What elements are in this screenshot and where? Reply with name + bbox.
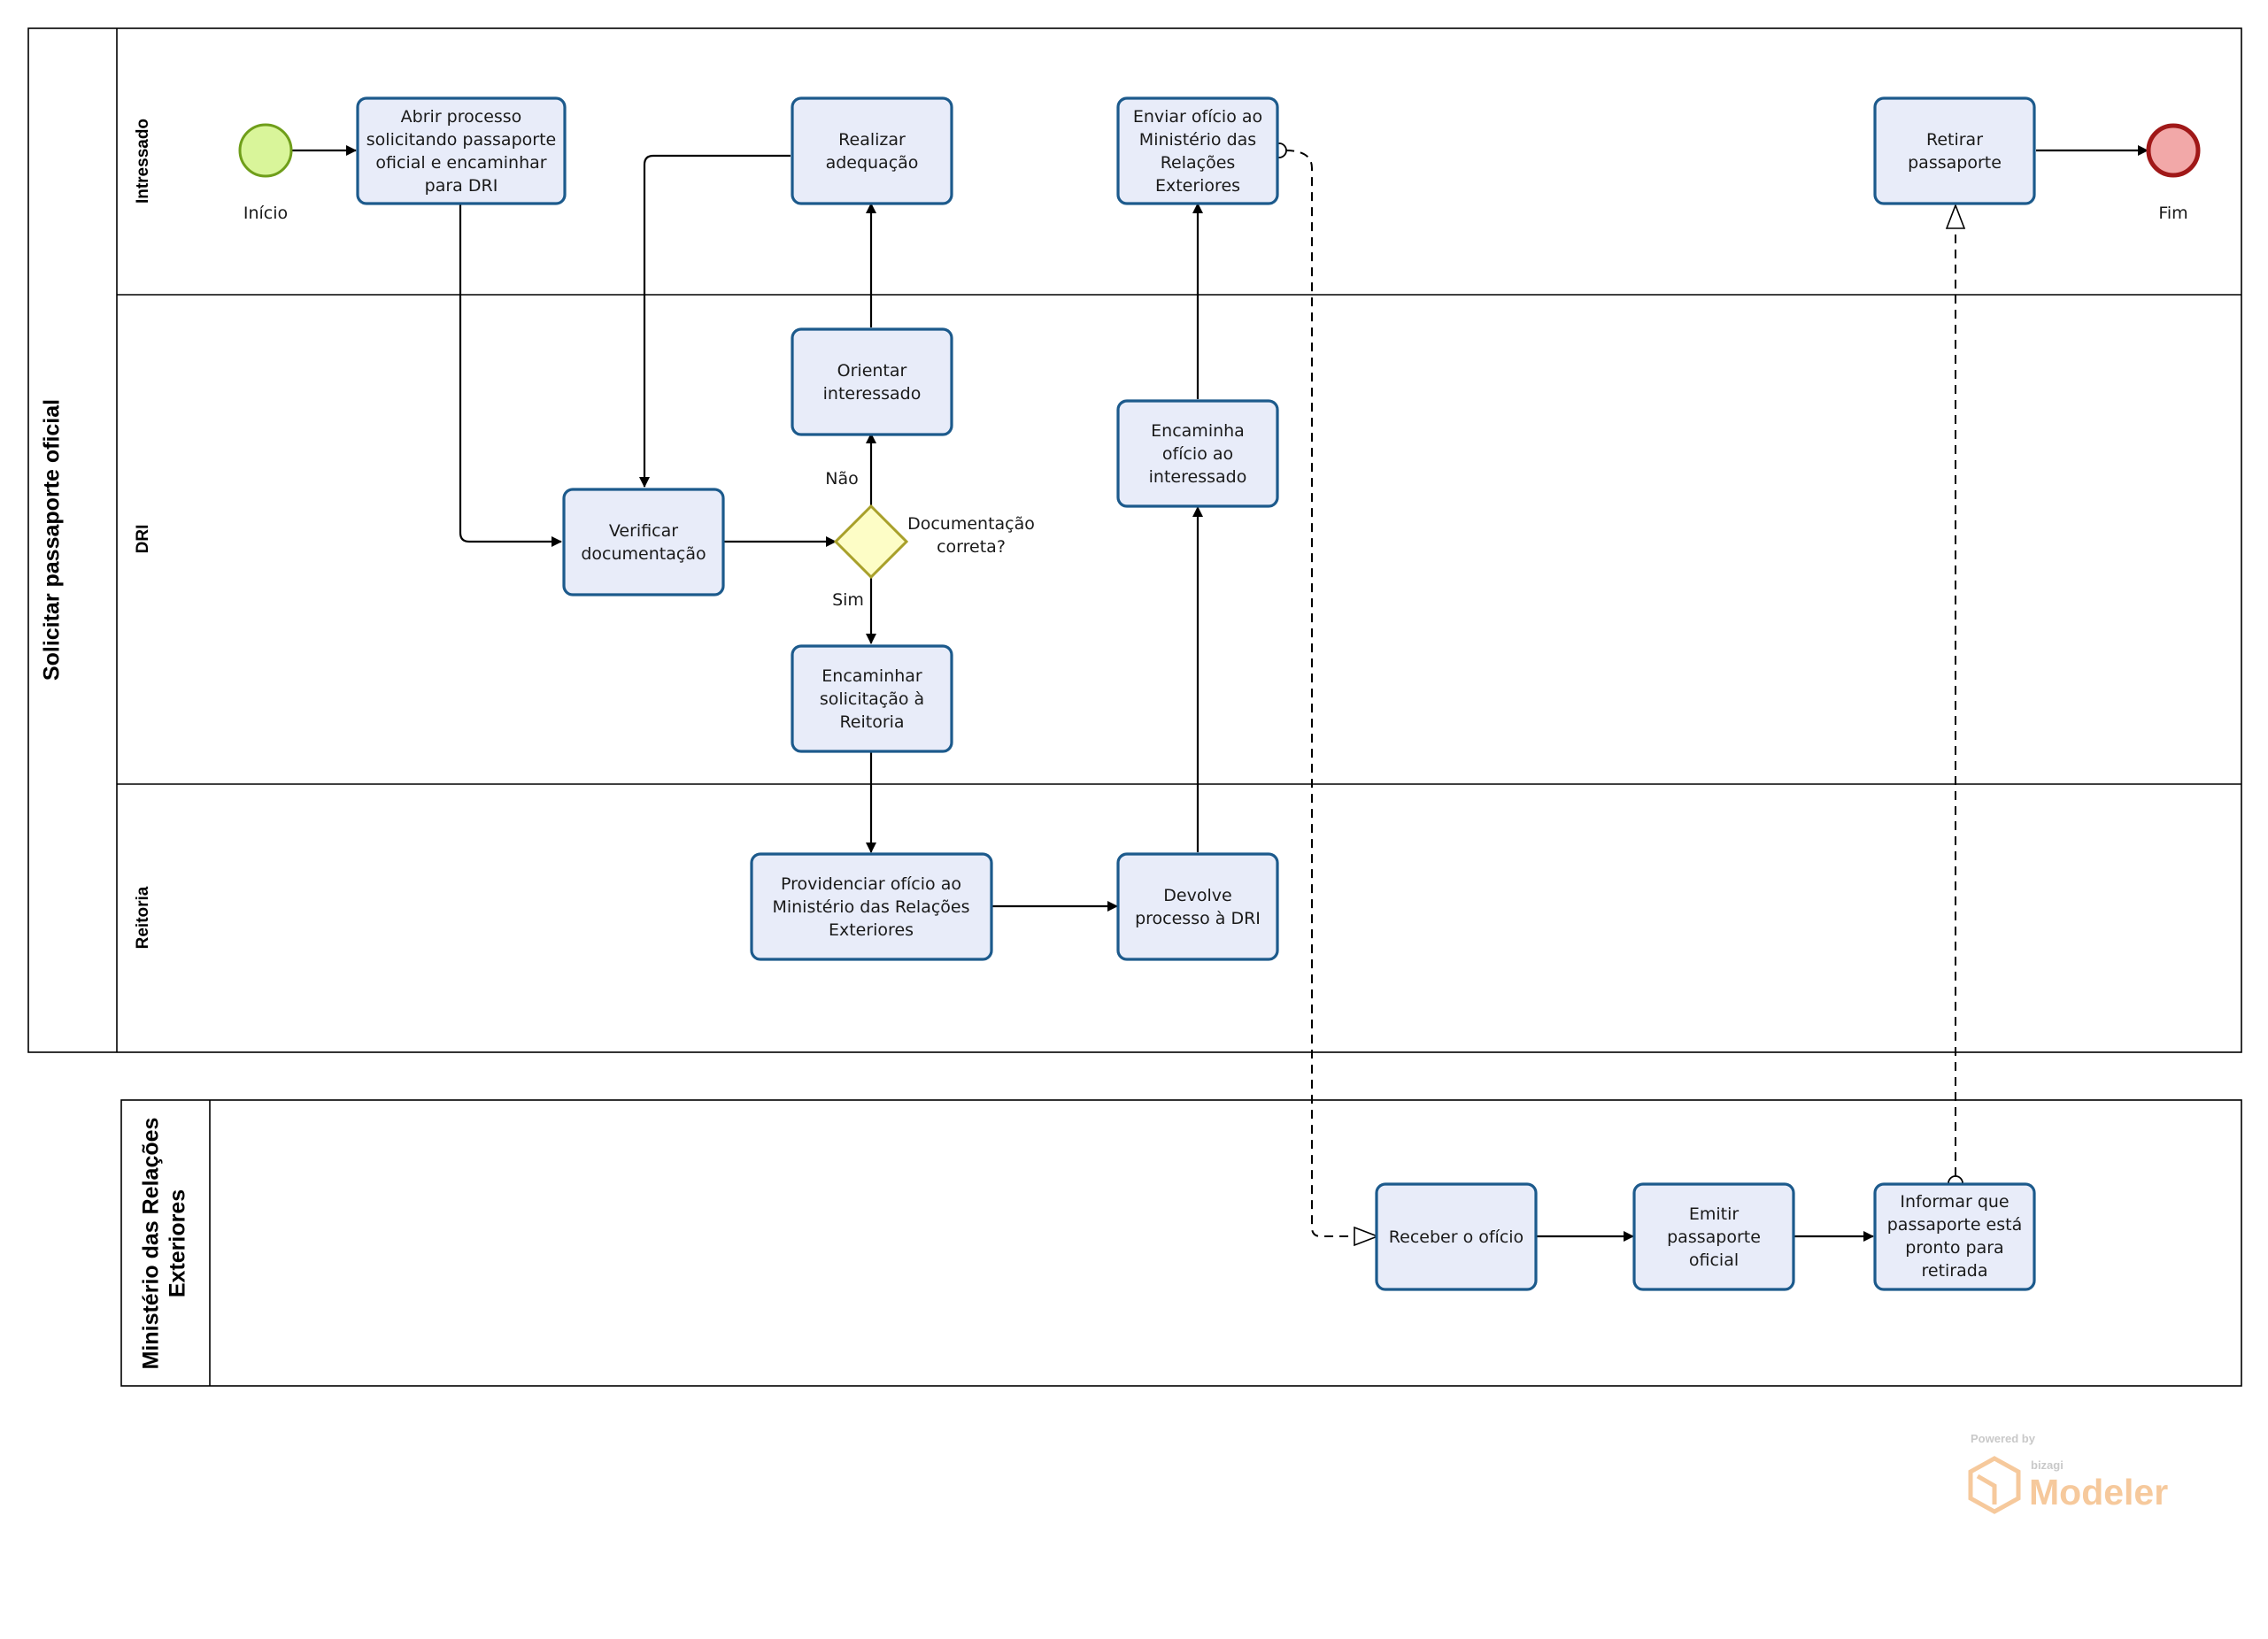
task-line: adequação: [826, 153, 919, 173]
task-line: interessado: [823, 384, 922, 404]
task-line: Ministério das: [1139, 130, 1256, 150]
lane-title-dri: DRI: [134, 525, 152, 554]
task-line: Verificar: [609, 521, 678, 541]
gateway-question-line2: correta?: [937, 537, 1006, 557]
task-line: Informar que: [1900, 1192, 2009, 1212]
task-receber-oficio[interactable]: Receber o ofício: [1375, 1182, 1538, 1291]
sequence-flows: [292, 145, 2148, 1242]
task-line: Receber o ofício: [1389, 1227, 1524, 1247]
task-line: solicitando passaporte: [366, 130, 556, 150]
task-enviar-oficio[interactable]: Enviar ofício ao Ministério das Relações…: [1116, 96, 1279, 205]
start-event-label: Início: [243, 204, 288, 223]
watermark-product: Modeler: [2029, 1472, 2168, 1512]
start-event[interactable]: [238, 123, 293, 178]
task-line: interessado: [1149, 467, 1247, 487]
task-line: solicitação à: [820, 689, 924, 709]
task-verificar-documentacao[interactable]: Verificar documentação: [562, 488, 725, 596]
task-line: Providenciar ofício ao: [781, 874, 961, 894]
task-abrir-processo[interactable]: Abrir processo solicitando passaporte of…: [356, 96, 567, 205]
watermark-powered: Powered by: [1971, 1432, 2036, 1445]
task-retirar-passaporte[interactable]: Retirar passaporte: [1873, 96, 2036, 205]
message-enviar-to-receber: [1284, 150, 1377, 1236]
task-line: passaporte está: [1887, 1215, 2023, 1235]
task-realizar-adequacao[interactable]: Realizar adequação: [791, 96, 953, 205]
task-line: para DRI: [425, 176, 498, 196]
task-line: Exteriores: [829, 920, 914, 940]
task-line: Encaminhar: [822, 666, 922, 686]
main-pool: Solicitar passaporte oficial Intressado …: [27, 27, 2242, 1053]
ministry-pool: Ministério das Relações Exteriores: [120, 1099, 2242, 1387]
task-line: passaporte: [1908, 153, 2002, 173]
flow-realizar-to-verificar: [639, 154, 791, 488]
task-line: processo à DRI: [1135, 909, 1261, 928]
task-line: oficial e encaminhar: [375, 153, 546, 173]
task-line: retirada: [1922, 1261, 1988, 1281]
message-flows: [1271, 142, 1963, 1236]
task-line: Encaminha: [1151, 421, 1245, 441]
task-line: Orientar: [837, 361, 907, 381]
flow-abrir-to-verificar: [459, 204, 562, 547]
task-devolve-processo[interactable]: Devolve processo à DRI: [1116, 852, 1279, 961]
task-informar-retirada[interactable]: Informar que passaporte está pronto para…: [1873, 1182, 2036, 1291]
task-emitir-passaporte[interactable]: Emitir passaporte oficial: [1632, 1182, 1795, 1291]
task-line: Devolve: [1163, 886, 1231, 905]
end-event[interactable]: [2146, 123, 2201, 178]
main-pool-title: Solicitar passaporte oficial: [40, 399, 65, 681]
gateway-question-line1: Documentação: [907, 514, 1035, 534]
task-orientar-interessado[interactable]: Orientar interessado: [791, 327, 953, 436]
lane-title-interessado: Intressado: [134, 119, 152, 204]
task-line: documentação: [581, 544, 706, 564]
task-line: Retirar: [1926, 130, 1983, 150]
task-line: passaporte: [1667, 1227, 1761, 1247]
ministry-pool-title-line2: Exteriores: [166, 1189, 190, 1297]
watermark-vendor: bizagi: [2031, 1458, 2064, 1472]
task-line: Ministério das Relações: [772, 897, 969, 917]
task-line: Relações: [1161, 153, 1236, 173]
task-line: Abrir processo: [401, 107, 522, 127]
task-line: ofício ao: [1162, 444, 1233, 464]
task-line: oficial: [1689, 1250, 1739, 1270]
task-line: Emitir: [1689, 1204, 1740, 1224]
task-providenciar-oficio[interactable]: Providenciar ofício ao Ministério das Re…: [750, 852, 993, 961]
bizagi-watermark: Powered by bizagi Modeler: [1968, 1432, 2168, 1514]
task-line: Realizar: [838, 130, 906, 150]
lane-title-reitoria: Reitoria: [134, 886, 152, 949]
ministry-pool-title-line1: Ministério das Relações: [139, 1118, 164, 1370]
task-line: Enviar ofício ao: [1133, 107, 1262, 127]
gateway-yes-label: Sim: [832, 590, 864, 610]
bizagi-logo-icon: [1968, 1456, 2021, 1514]
task-line: Exteriores: [1155, 176, 1240, 196]
gateway-no-label: Não: [825, 469, 858, 489]
gateway-documentacao[interactable]: [833, 504, 909, 580]
task-line: pronto para: [1905, 1238, 2003, 1258]
task-encaminha-oficio[interactable]: Encaminha ofício ao interessado: [1116, 399, 1279, 508]
task-line: Reitoria: [839, 712, 904, 732]
end-event-label: Fim: [2158, 204, 2187, 223]
task-encaminhar-solicitacao[interactable]: Encaminhar solicitação à Reitoria: [791, 644, 953, 753]
